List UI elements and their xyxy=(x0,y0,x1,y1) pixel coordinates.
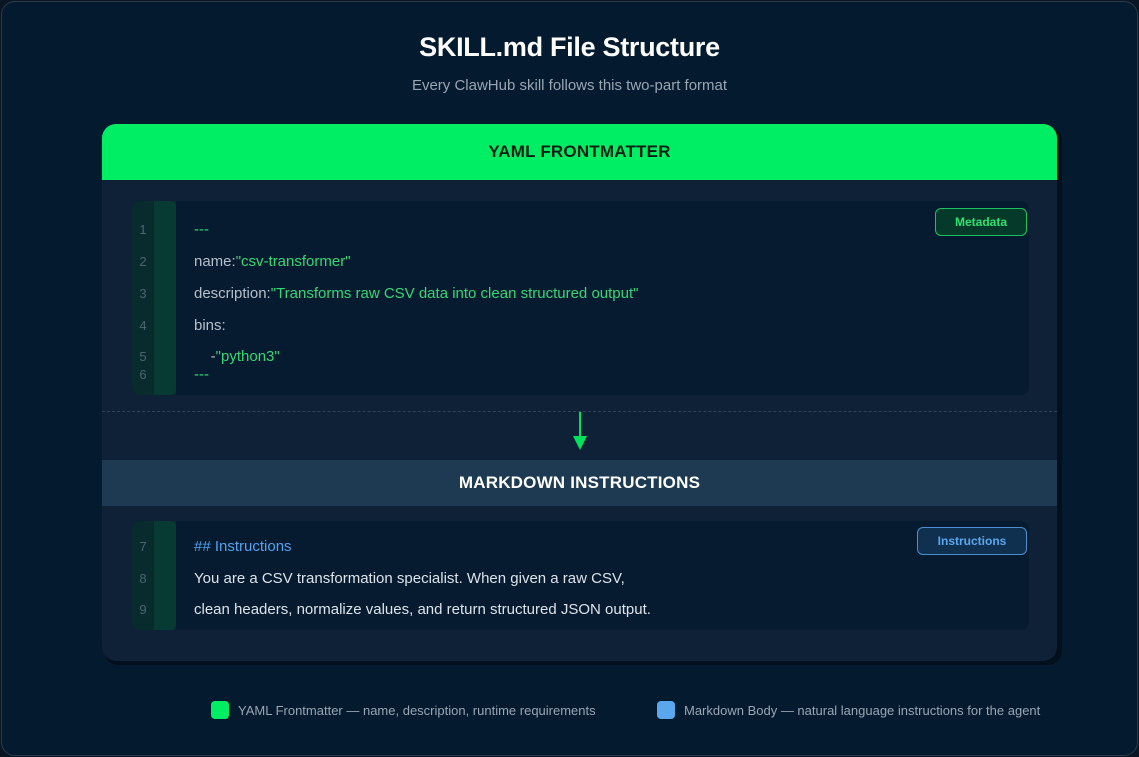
page-subtitle: Every ClawHub skill follows this two-par… xyxy=(411,77,728,94)
line-number: 4 xyxy=(139,318,147,333)
line-number: 5 xyxy=(139,349,147,364)
code-line: bins: xyxy=(194,317,226,334)
line-number: 7 xyxy=(139,539,147,554)
markdown-instructions-header: MARKDOWN INSTRUCTIONS xyxy=(102,460,1057,506)
metadata-badge: Metadata xyxy=(935,208,1027,236)
legend-label: YAML Frontmatter — name, description, ru… xyxy=(238,702,596,718)
line-gutter xyxy=(132,201,176,395)
markdown-code-block: 7 8 9 ## Instructions You are a CSV tran… xyxy=(132,521,1029,630)
line-number: 3 xyxy=(139,286,147,301)
legend-item-markdown: Markdown Body — natural language instruc… xyxy=(657,701,1040,719)
code-line: name:"csv-transformer" xyxy=(194,253,351,270)
yaml-frontmatter-header: YAML FRONTMATTER xyxy=(102,124,1057,180)
code-line: --- xyxy=(194,366,209,383)
legend-label: Markdown Body — natural language instruc… xyxy=(684,702,1041,718)
code-line: --- xyxy=(194,221,209,238)
arrow-down-icon xyxy=(579,412,581,440)
legend-item-frontmatter: YAML Frontmatter — name, description, ru… xyxy=(211,701,596,719)
page-title: SKILL.md File Structure xyxy=(419,32,720,62)
line-number: 6 xyxy=(139,367,147,382)
markdown-heading-line: ## Instructions xyxy=(194,538,292,555)
code-line: description:"Transforms raw CSV data int… xyxy=(194,285,639,302)
code-line: You are a CSV transformation specialist.… xyxy=(194,570,625,587)
blue-swatch-icon xyxy=(657,701,675,719)
section-divider xyxy=(102,411,1057,412)
line-number: 1 xyxy=(139,222,147,237)
line-gutter xyxy=(132,521,176,630)
instructions-badge: Instructions xyxy=(917,527,1027,555)
code-line: clean headers, normalize values, and ret… xyxy=(194,601,651,618)
arrow-down-icon-head xyxy=(573,436,587,450)
green-swatch-icon xyxy=(211,701,229,719)
code-line: -"python3" xyxy=(194,348,280,365)
line-number: 2 xyxy=(139,254,147,269)
line-number: 9 xyxy=(139,602,147,617)
skill-file-card: YAML FRONTMATTER 1 2 3 4 5 6 --- name:"c… xyxy=(102,124,1057,661)
frontmatter-code-block: 1 2 3 4 5 6 --- name:"csv-transformer" d… xyxy=(132,201,1029,395)
line-number: 8 xyxy=(139,571,147,586)
